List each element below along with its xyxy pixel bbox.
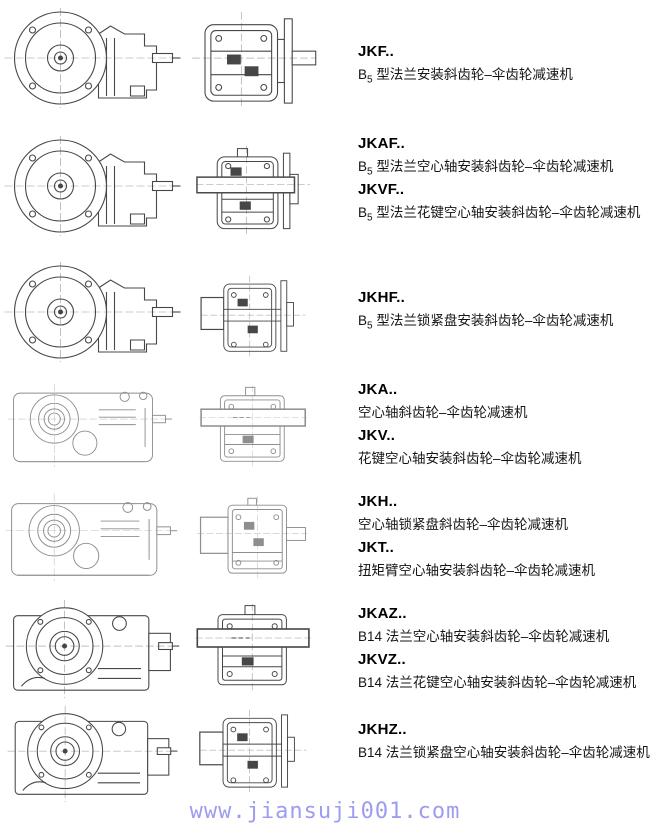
product-row: JKAF.. B5 型法兰空心轴安装斜齿轮–伞齿轮减速机 JKVF.. B5 型… bbox=[0, 130, 650, 250]
front-view-drawing bbox=[2, 706, 182, 802]
watermark-text: www.jiansuji001.com bbox=[189, 799, 461, 824]
description-subscript: 5 bbox=[367, 320, 373, 332]
front-view-drawing bbox=[2, 262, 183, 362]
model-description: B5 型法兰空心轴安装斜齿轮–伞齿轮减速机 bbox=[358, 159, 614, 178]
description-subscript: 5 bbox=[367, 74, 373, 86]
model-description: B14 法兰花键空心轴安装斜齿轮–伞齿轮减速机 bbox=[358, 675, 637, 690]
side-view-drawing bbox=[190, 384, 318, 468]
labels-block: JKH.. 空心轴锁紧盘斜齿轮–伞齿轮减速机 JKT.. 扭矩臂空心轴安装斜齿轮… bbox=[358, 490, 648, 582]
model-description: 空心轴斜齿轮–伞齿轮减速机 bbox=[358, 405, 528, 420]
side-view-drawing bbox=[190, 602, 318, 692]
model-name: JKAF.. bbox=[358, 135, 406, 152]
labels-block: JKAZ.. B14 法兰空心轴安装斜齿轮–伞齿轮减速机 JKVZ.. B14 … bbox=[358, 602, 648, 694]
model-description: B5 型法兰安装斜齿轮–伞齿轮减速机 bbox=[358, 67, 573, 86]
model-name: JKT.. bbox=[358, 539, 395, 556]
model-name: JKVZ.. bbox=[358, 651, 406, 668]
front-view-drawing bbox=[2, 492, 180, 584]
side-view-drawing bbox=[188, 274, 320, 358]
model-name: JKA.. bbox=[358, 381, 398, 398]
model-name: JKV.. bbox=[358, 427, 396, 444]
product-row: JKH.. 空心轴锁紧盘斜齿轮–伞齿轮减速机 JKT.. 扭矩臂空心轴安装斜齿轮… bbox=[0, 486, 650, 598]
front-view-drawing bbox=[2, 382, 177, 470]
front-view-drawing bbox=[2, 136, 183, 236]
side-view-drawing bbox=[188, 708, 320, 794]
model-name: JKH.. bbox=[358, 493, 398, 510]
labels-block: JKAF.. B5 型法兰空心轴安装斜齿轮–伞齿轮减速机 JKVF.. B5 型… bbox=[358, 132, 648, 224]
model-description: B5 型法兰锁紧盘安装斜齿轮–伞齿轮减速机 bbox=[358, 313, 614, 332]
model-description: 空心轴锁紧盘斜齿轮–伞齿轮减速机 bbox=[358, 517, 569, 532]
model-description: B14 法兰锁紧盘空心轴安装斜齿轮–伞齿轮减速机 bbox=[358, 745, 650, 760]
model-description: B14 法兰空心轴安装斜齿轮–伞齿轮减速机 bbox=[358, 629, 610, 644]
model-name: JKAZ.. bbox=[358, 605, 407, 622]
model-name: JKVF.. bbox=[358, 181, 405, 198]
model-name: JKF.. bbox=[358, 43, 395, 60]
model-description: B5 型法兰花键空心轴安装斜齿轮–伞齿轮减速机 bbox=[358, 205, 641, 224]
product-row: JKA.. 空心轴斜齿轮–伞齿轮减速机 JKV.. 花键空心轴安装斜齿轮–伞齿轮… bbox=[0, 376, 650, 486]
labels-block: JKHF.. B5 型法兰锁紧盘安装斜齿轮–伞齿轮减速机 bbox=[358, 286, 648, 332]
description-subscript: 5 bbox=[367, 166, 373, 178]
side-view-drawing bbox=[188, 10, 320, 108]
model-description: 花键空心轴安装斜齿轮–伞齿轮减速机 bbox=[358, 451, 582, 466]
front-view-drawing bbox=[2, 8, 183, 108]
model-description: 扭矩臂空心轴安装斜齿轮–伞齿轮减速机 bbox=[358, 563, 596, 578]
side-view-drawing bbox=[190, 144, 318, 236]
description-subscript: 5 bbox=[367, 212, 373, 224]
labels-block: JKHZ.. B14 法兰锁紧盘空心轴安装斜齿轮–伞齿轮减速机 bbox=[358, 718, 650, 764]
model-name: JKHF.. bbox=[358, 289, 406, 306]
front-view-drawing bbox=[2, 600, 182, 698]
labels-block: JKA.. 空心轴斜齿轮–伞齿轮减速机 JKV.. 花键空心轴安装斜齿轮–伞齿轮… bbox=[358, 378, 648, 470]
product-row: JKAZ.. B14 法兰空心轴安装斜齿轮–伞齿轮减速机 JKVZ.. B14 … bbox=[0, 596, 650, 708]
product-row: JKHZ.. B14 法兰锁紧盘空心轴安装斜齿轮–伞齿轮减速机 bbox=[0, 702, 650, 802]
product-row: JKF.. B5 型法兰安装斜齿轮–伞齿轮减速机 bbox=[0, 6, 650, 126]
labels-block: JKF.. B5 型法兰安装斜齿轮–伞齿轮减速机 bbox=[358, 40, 648, 86]
model-name: JKHZ.. bbox=[358, 721, 407, 738]
product-row: JKHF.. B5 型法兰锁紧盘安装斜齿轮–伞齿轮减速机 bbox=[0, 256, 650, 376]
side-view-drawing bbox=[188, 494, 318, 580]
